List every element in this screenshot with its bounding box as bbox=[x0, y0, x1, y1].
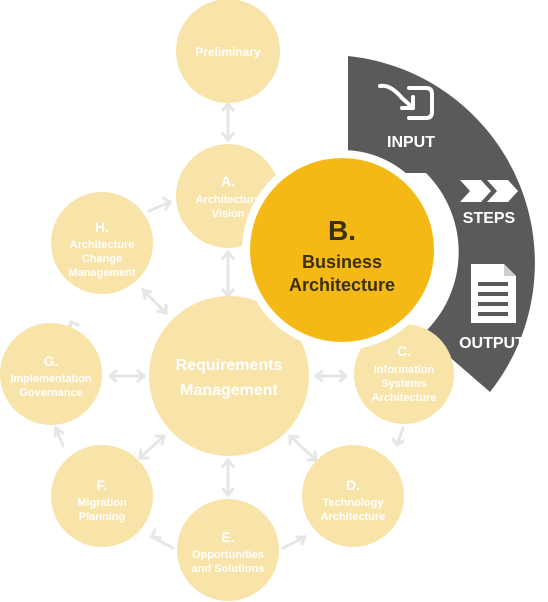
phase-preliminary-circle bbox=[176, 0, 280, 103]
phase-d: D. Technology Architecture bbox=[302, 445, 404, 547]
phase-h-circle bbox=[51, 192, 153, 294]
phase-g-line-1: Implementation bbox=[10, 373, 92, 385]
double-chevron-icon bbox=[460, 180, 518, 202]
panel-output[interactable]: OUTPUT bbox=[459, 264, 525, 352]
phase-h-line-1: Architecture bbox=[70, 239, 135, 251]
phase-e-circle bbox=[177, 499, 279, 601]
requirements-management-circle bbox=[149, 296, 309, 456]
phase-c-letter: C. bbox=[397, 343, 411, 359]
phase-g-line-2: Governance bbox=[19, 387, 83, 399]
phase-f-circle bbox=[51, 445, 153, 547]
phase-f-letter: F. bbox=[97, 477, 108, 493]
phase-d-circle bbox=[302, 445, 404, 547]
requirements-management-line-1: Requirements bbox=[176, 357, 283, 374]
steps-label: STEPS bbox=[463, 210, 516, 227]
input-label: INPUT bbox=[387, 134, 435, 151]
phase-g: G. Implementation Governance bbox=[0, 323, 102, 425]
phase-h: H. Architecture Change Management bbox=[51, 192, 153, 294]
phase-e-letter: E. bbox=[221, 529, 234, 545]
phase-c-line-1: Information bbox=[374, 364, 435, 376]
phase-d-letter: D. bbox=[346, 477, 360, 493]
phase-preliminary-label: Preliminary bbox=[195, 45, 261, 59]
phase-e-line-2: and Solutions bbox=[192, 563, 265, 575]
phase-c-line-3: Architecture bbox=[372, 392, 437, 404]
phase-b-line-1: Business bbox=[302, 252, 382, 272]
phase-d-line-1: Technology bbox=[323, 497, 385, 509]
phase-b-line-2: Architecture bbox=[289, 275, 395, 295]
phase-h-line-3: Management bbox=[68, 267, 136, 279]
phase-a-letter: A. bbox=[221, 173, 235, 189]
phase-preliminary: Preliminary bbox=[176, 0, 280, 103]
document-icon bbox=[471, 264, 516, 323]
import-arrow-icon bbox=[378, 83, 434, 120]
phase-c-circle bbox=[354, 324, 454, 424]
phase-a-line-1: Architecture bbox=[196, 194, 261, 206]
phase-f-line-2: Planning bbox=[79, 511, 125, 523]
phase-d-line-2: Architecture bbox=[321, 511, 386, 523]
phase-c-line-2: Systems bbox=[381, 378, 426, 390]
phase-f-line-1: Migration bbox=[77, 497, 127, 509]
panel-steps[interactable]: STEPS bbox=[460, 180, 518, 227]
phase-b-active: B. Business Architecture bbox=[242, 150, 442, 350]
requirements-management-line-2: Management bbox=[180, 382, 278, 399]
phase-g-circle bbox=[0, 323, 102, 425]
requirements-management: Requirements Management bbox=[149, 296, 309, 456]
phase-c: C. Information Systems Architecture bbox=[354, 324, 454, 424]
phase-b-letter: B. bbox=[328, 215, 356, 246]
phase-h-letter: H. bbox=[95, 219, 109, 235]
phase-e: E. Opportunities and Solutions bbox=[177, 499, 279, 601]
phase-f: F. Migration Planning bbox=[51, 445, 153, 547]
phase-a-line-2: Vision bbox=[212, 208, 245, 220]
panel-input[interactable]: INPUT bbox=[378, 83, 435, 151]
phase-b-circle bbox=[250, 158, 434, 342]
output-label: OUTPUT bbox=[459, 335, 525, 352]
phase-h-line-2: Change bbox=[82, 253, 122, 265]
phase-g-letter: G. bbox=[44, 353, 59, 369]
phase-e-line-1: Opportunities bbox=[192, 549, 264, 561]
